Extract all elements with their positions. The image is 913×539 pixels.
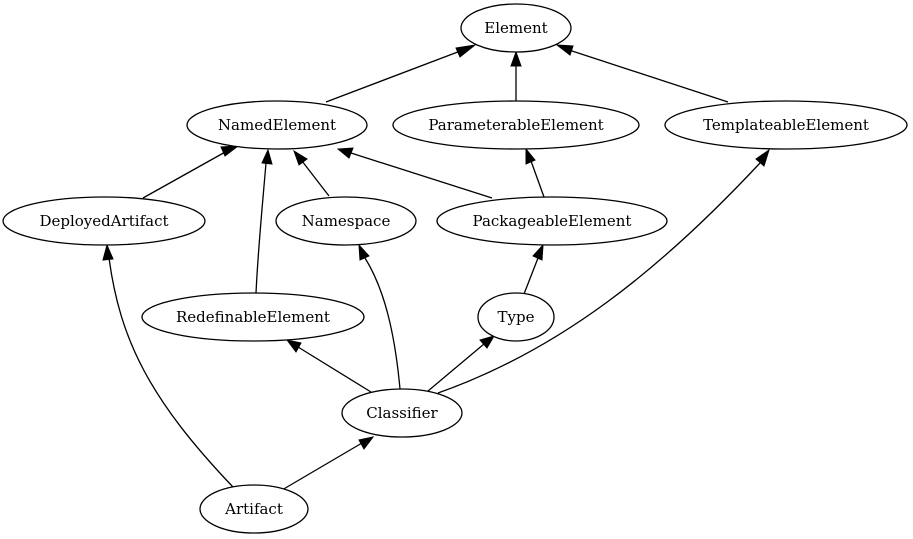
node-type-label: Type [498,308,535,326]
edge-parameterableelement-element [510,50,522,101]
edge-templateableelement-element [555,44,729,103]
edge-namedelement-element [325,44,477,103]
edge-type-packageableelement [523,243,544,295]
edge-classifier-type [427,335,496,392]
node-templateableelement[interactable]: TemplateableElement [664,100,908,150]
node-deployedartifact-label: DeployedArtifact [39,212,168,230]
edge-classifier-redefinableelement [285,339,372,393]
node-packageableelement[interactable]: PackageableElement [436,196,668,246]
node-namedelement-label: NamedElement [218,116,336,134]
node-type[interactable]: Type [477,292,555,342]
node-redefinableelement[interactable]: RedefinableElement [141,292,365,342]
node-templateableelement-label: TemplateableElement [703,116,869,134]
node-parameterableelement[interactable]: ParameterableElement [392,100,640,150]
nodes: Element NamedElement ParameterableElemen… [2,3,908,534]
node-redefinableelement-label: RedefinableElement [176,308,330,326]
node-namedelement[interactable]: NamedElement [186,100,368,150]
edge-classifier-namespace [358,243,401,390]
node-classifier-label: Classifier [366,404,438,422]
node-namespace[interactable]: Namespace [275,196,417,246]
edge-artifact-classifier [281,436,375,491]
node-deployedartifact[interactable]: DeployedArtifact [2,196,206,246]
node-element[interactable]: Element [460,3,572,53]
node-element-label: Element [484,19,547,37]
edge-artifact-deployedartifact [102,243,234,488]
node-artifact[interactable]: Artifact [199,484,309,534]
edge-redefinableelement-namedelement [255,148,273,294]
node-packageableelement-label: PackageableElement [473,212,632,230]
edges [102,44,770,491]
node-namespace-label: Namespace [302,212,391,230]
edge-packageableelement-parameterableelement [525,147,545,198]
edge-namespace-namedelement [293,149,330,197]
edge-classifier-templateableelement [437,148,770,394]
node-parameterableelement-label: ParameterableElement [428,116,603,134]
node-artifact-label: Artifact [224,500,283,518]
node-classifier[interactable]: Classifier [341,388,463,438]
edge-packageableelement-namedelement [336,147,493,199]
edge-deployedartifact-namedelement [142,145,240,199]
